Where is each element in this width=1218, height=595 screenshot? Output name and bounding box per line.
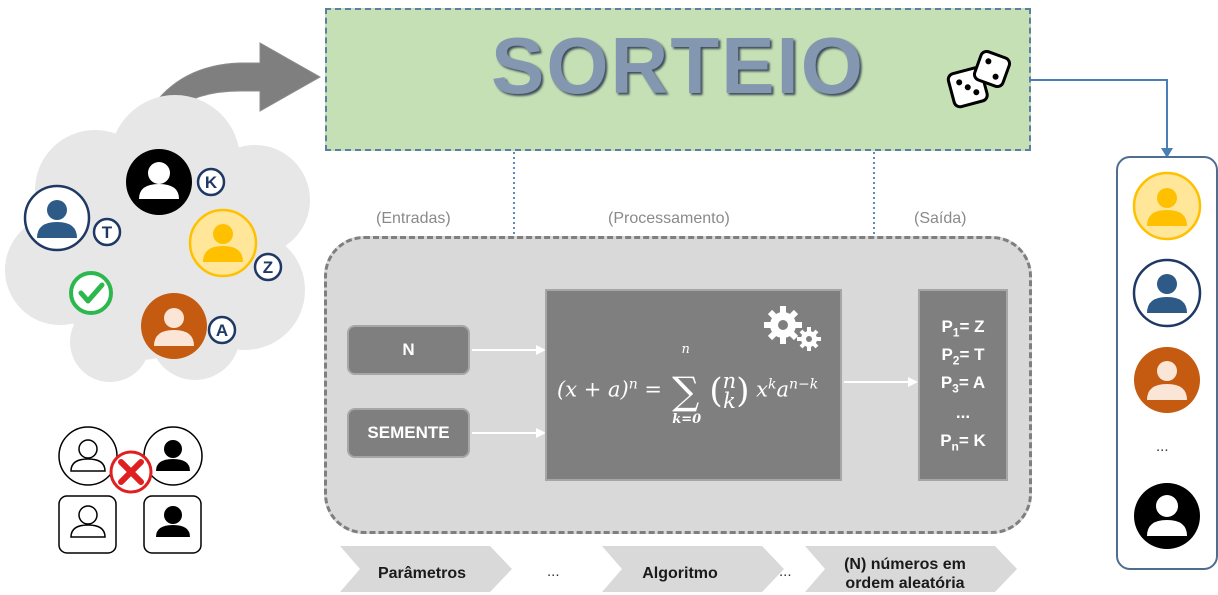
n-input-box: N: [347, 325, 470, 375]
formula-x-exp: k: [768, 376, 777, 393]
chevron-result: [805, 546, 1017, 592]
letter-t: T: [102, 223, 113, 242]
user-icon-k: K: [126, 149, 226, 215]
chevron-algorithm: [602, 546, 784, 592]
cross-icon: [109, 450, 153, 494]
step-result-line1: (N) números em: [844, 556, 966, 573]
process-stage-label: (Processamento): [608, 210, 730, 227]
step-chevrons: [340, 546, 1017, 592]
binom-bottom: k: [723, 389, 736, 413]
check-icon: [69, 271, 113, 315]
output-stage-label: (Saída): [914, 210, 967, 227]
result-ellipsis: ...: [1156, 438, 1169, 455]
result-list: [1132, 171, 1202, 549]
chevron-params: [340, 546, 512, 592]
user-icon-z: Z: [188, 208, 283, 282]
letter-a: A: [216, 321, 228, 340]
step-dots-1: ...: [547, 563, 560, 580]
sum-lower: k=0: [672, 412, 702, 427]
letter-k: K: [205, 173, 218, 192]
output-box: P1= Z P2= T P3= A ... Pn= K: [918, 289, 1008, 481]
formula-equals: =: [644, 377, 663, 402]
binom-top: n: [722, 369, 737, 393]
output-line-2: P2= T: [941, 345, 985, 368]
output-ellipsis: ...: [955, 403, 971, 422]
sum-symbol: n ∑ k=0: [669, 342, 703, 427]
step-algorithm: Algoritmo: [642, 565, 718, 582]
step-dots-2: ...: [779, 563, 792, 580]
sum-upper: n: [681, 342, 690, 357]
seed-input-box: SEMENTE: [347, 408, 470, 458]
letter-z: Z: [263, 258, 273, 277]
dice-icon: [946, 50, 1012, 109]
user-icon-t: T: [23, 184, 122, 252]
step-result-line2: ordem aleatória: [845, 575, 965, 592]
formula-lhs-exp: n: [628, 376, 638, 393]
diagram-title: SORTEIO: [490, 21, 866, 110]
output-line-1: P1= Z: [941, 317, 985, 340]
user-icon-a: A: [141, 293, 237, 359]
output-line-3: P3= A: [940, 373, 986, 396]
formula-a: a: [776, 377, 790, 402]
formula-a-exp: n−k: [789, 376, 819, 393]
formula-x: x: [756, 377, 768, 402]
excluded-users: [58, 426, 203, 554]
input-stage-label: (Entradas): [376, 210, 451, 227]
step-result: (N) números em ordem aleatória: [815, 555, 995, 593]
step-params: Parâmetros: [377, 565, 467, 582]
draw-box: [325, 8, 1031, 151]
output-line-n: Pn= K: [940, 431, 986, 454]
output-connector: [1030, 79, 1173, 158]
gears-icon: [764, 306, 821, 351]
formula-lhs: (x + a): [557, 377, 629, 402]
